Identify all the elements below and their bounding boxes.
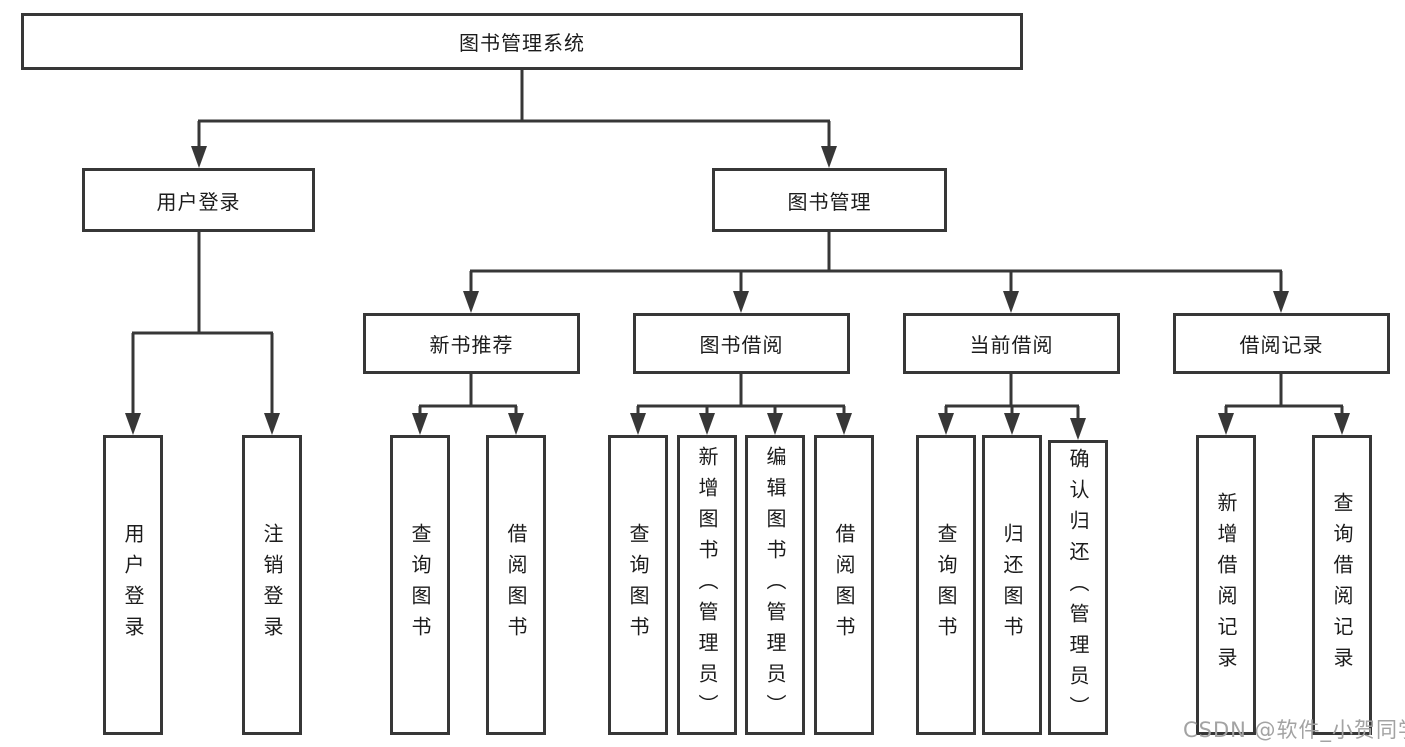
node-label: 当前借阅 bbox=[969, 333, 1054, 357]
node-label: 编辑图书（管理员） bbox=[763, 445, 787, 725]
leaf-return-books: 归还图书 bbox=[982, 435, 1042, 735]
node-label: 用户登录 bbox=[156, 189, 241, 214]
leaf-add-borrow-record: 新增借阅记录 bbox=[1196, 435, 1256, 735]
node-label: 查询图书 bbox=[626, 523, 650, 647]
node-label: 图书管理系统 bbox=[459, 31, 585, 55]
leaf-query-books-current: 查询图书 bbox=[916, 435, 976, 735]
node-label: 确认归还（管理员） bbox=[1066, 448, 1090, 727]
node-label: 新增借阅记录 bbox=[1214, 492, 1238, 678]
node-label: 注销登录 bbox=[260, 523, 284, 647]
node-label: 新增图书（管理员） bbox=[695, 445, 719, 725]
leaf-user-login: 用户登录 bbox=[103, 435, 163, 735]
node-label: 借阅图书 bbox=[504, 523, 528, 647]
leaf-confirm-return-admin: 确认归还（管理员） bbox=[1048, 440, 1108, 735]
node-new-book-recommend: 新书推荐 bbox=[363, 313, 580, 374]
arrowheads bbox=[125, 146, 1350, 440]
leaf-borrow-books-recommend: 借阅图书 bbox=[486, 435, 546, 735]
node-user-login: 用户登录 bbox=[82, 168, 315, 232]
leaf-query-books-borrowing: 查询图书 bbox=[608, 435, 668, 735]
node-label: 图书借阅 bbox=[699, 333, 784, 357]
leaf-add-books-admin: 新增图书（管理员） bbox=[677, 435, 737, 735]
leaf-query-books-recommend: 查询图书 bbox=[390, 435, 450, 735]
node-library-system: 图书管理系统 bbox=[21, 13, 1023, 70]
leaf-query-borrow-record: 查询借阅记录 bbox=[1312, 435, 1372, 735]
node-label: 图书管理 bbox=[787, 189, 872, 214]
leaf-logout-login: 注销登录 bbox=[242, 435, 302, 735]
node-label: 查询图书 bbox=[408, 523, 432, 647]
node-borrowing-records: 借阅记录 bbox=[1173, 313, 1390, 374]
node-label: 归还图书 bbox=[1000, 523, 1024, 647]
node-label: 用户登录 bbox=[121, 523, 145, 647]
node-label: 查询借阅记录 bbox=[1330, 492, 1354, 678]
leaf-edit-books-admin: 编辑图书（管理员） bbox=[745, 435, 805, 735]
leaf-borrow-books-borrowing: 借阅图书 bbox=[814, 435, 874, 735]
node-label: 借阅图书 bbox=[832, 523, 856, 647]
node-current-borrowing: 当前借阅 bbox=[903, 313, 1120, 374]
node-book-borrowing: 图书借阅 bbox=[633, 313, 850, 374]
csdn-watermark: CSDN @软件_小贺同学 bbox=[1183, 718, 1405, 742]
node-label: 借阅记录 bbox=[1239, 333, 1324, 357]
node-book-management: 图书管理 bbox=[712, 168, 947, 232]
node-label: 新书推荐 bbox=[429, 333, 514, 357]
node-label: 查询图书 bbox=[934, 523, 958, 647]
